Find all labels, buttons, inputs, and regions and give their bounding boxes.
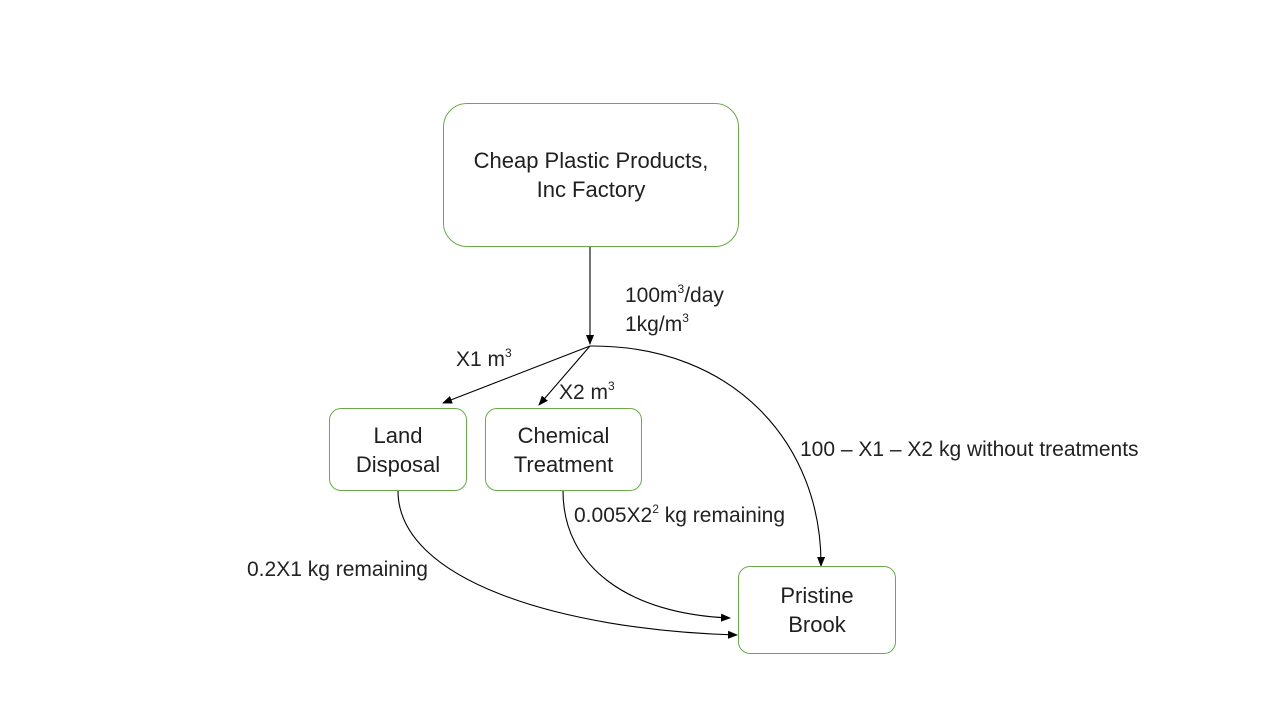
node-brook-line2: Brook (788, 612, 846, 637)
edge-land-to-brook (397, 490, 738, 639)
label-land-remaining: 0.2X1 kg remaining (247, 558, 428, 581)
label-x2-volume: X2 m3 (559, 379, 615, 404)
node-factory-line2: Inc Factory (536, 177, 646, 202)
label-x1-volume: X1 m3 (456, 346, 512, 371)
node-brook-line1: Pristine (780, 583, 854, 608)
label-untreated: 100 – X1 – X2 kg without treatments (800, 438, 1139, 461)
edge-split-to-brook (589, 345, 826, 567)
label-flow-rate: 100m3/day (625, 282, 724, 307)
node-land-line1: Land (373, 422, 423, 448)
label-concentration: 1kg/m3 (625, 311, 689, 336)
edge-chemical-to-brook (562, 490, 731, 622)
node-factory: Cheap Plastic Products, Inc Factory (443, 103, 739, 247)
edge-split-to-chemical (538, 345, 591, 406)
node-chemical-treatment: Chemical Treatment (485, 408, 642, 491)
node-chemical-line1: Chemical (517, 422, 610, 448)
node-factory-line1: Cheap Plastic Products, (473, 148, 709, 173)
node-pristine-brook: Pristine Brook (738, 566, 896, 654)
node-land-disposal: Land Disposal (329, 408, 467, 491)
edge-split-to-land (442, 345, 591, 404)
node-chemical-line2: Treatment (513, 451, 614, 477)
label-chemical-remaining: 0.005X22 kg remaining (574, 502, 785, 527)
node-land-line2: Disposal (355, 451, 441, 477)
